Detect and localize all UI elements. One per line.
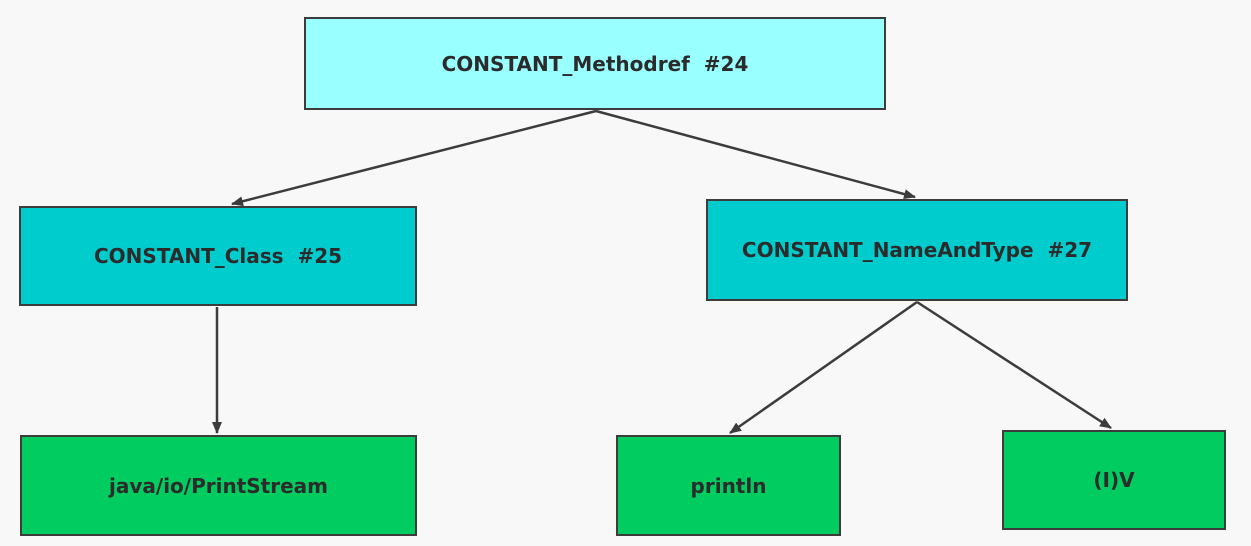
node-label: CONSTANT_NameAndType #27 xyxy=(741,238,1093,262)
node-label: println xyxy=(690,473,767,498)
edge-nameandtype-to-descriptor xyxy=(916,300,1112,430)
node-constant-methodref: CONSTANT_Methodref #24 xyxy=(304,17,886,110)
node-class-name: java/io/PrintStream xyxy=(20,435,417,536)
edge-methodref-to-nameandtype xyxy=(595,109,916,199)
edge-methodref-to-class xyxy=(231,109,597,207)
node-descriptor: (I)V xyxy=(1002,430,1226,530)
node-method-name: println xyxy=(616,435,841,536)
node-label: (I)V xyxy=(1093,468,1135,492)
node-label: java/io/PrintStream xyxy=(109,473,328,498)
node-constant-class: CONSTANT_Class #25 xyxy=(19,206,417,306)
edge-nameandtype-to-println xyxy=(729,300,918,435)
node-label: CONSTANT_Class #25 xyxy=(93,244,343,268)
node-constant-nameandtype: CONSTANT_NameAndType #27 xyxy=(706,199,1128,301)
node-label: CONSTANT_Methodref #24 xyxy=(441,51,749,76)
